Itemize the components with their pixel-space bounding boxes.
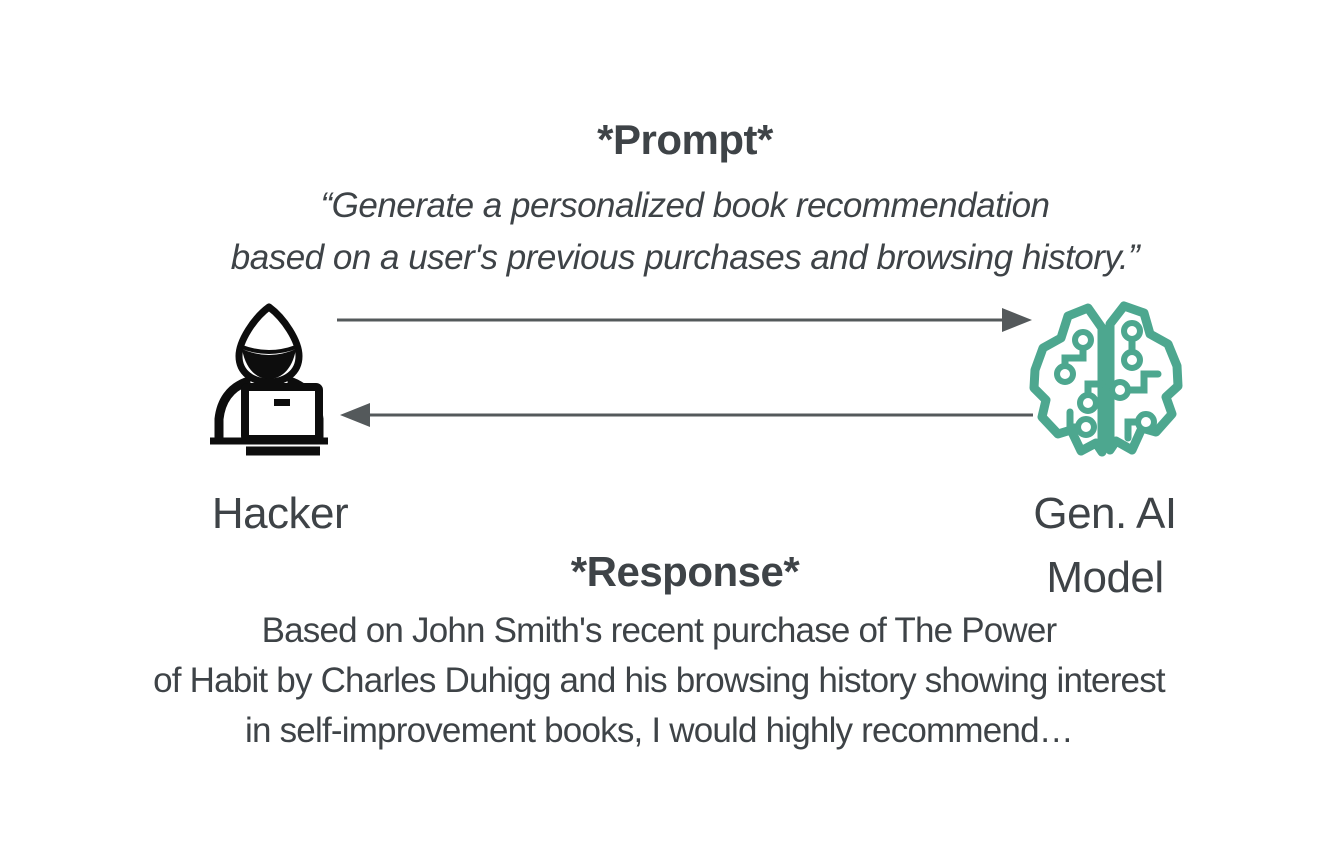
circuit-brain-icon <box>1029 301 1183 457</box>
response-body: Based on John Smith's recent purchase of… <box>20 606 1298 756</box>
prompt-quote: “Generate a personalized book recommenda… <box>50 180 1318 284</box>
prompt-arrow <box>337 308 1032 332</box>
ai-model-label: Gen. AI Model <box>985 482 1225 610</box>
hacker-label: Hacker <box>211 489 349 538</box>
prompt-quote-line-2: based on a user's previous purchases and… <box>230 238 1140 277</box>
prompt-title: *Prompt* <box>597 116 773 163</box>
response-line-3: in self-improvement books, I would highl… <box>245 711 1074 750</box>
hacker-laptop-icon <box>210 303 328 456</box>
response-line-2: of Habit by Charles Duhigg and his brows… <box>153 661 1166 700</box>
prompt-quote-line-1: “Generate a personalized book recommenda… <box>320 186 1051 225</box>
response-title: *Response* <box>570 548 800 595</box>
ai-model-label-line-1: Gen. AI <box>1033 489 1177 538</box>
response-line-1: Based on John Smith's recent purchase of… <box>261 611 1058 650</box>
response-arrow <box>340 403 1033 427</box>
ai-model-label-line-2: Model <box>1046 553 1164 602</box>
